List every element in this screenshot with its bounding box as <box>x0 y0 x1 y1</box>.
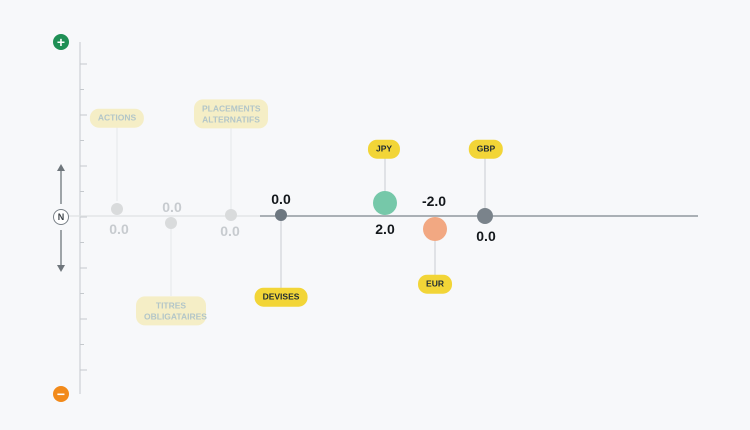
tag-jpy[interactable]: JPY <box>367 139 401 159</box>
arrow-up-icon <box>57 164 65 171</box>
point-placements-alternatifs <box>225 209 237 221</box>
neutral-icon: N <box>53 209 69 225</box>
tag-eur[interactable]: EUR <box>418 274 452 294</box>
value-jpy: 2.0 <box>375 221 395 237</box>
value-titres-obligataires: 0.0 <box>162 199 182 215</box>
point-jpy <box>373 191 397 215</box>
value-devises: 0.0 <box>271 191 291 207</box>
plus-icon: + <box>53 34 69 50</box>
point-actions <box>111 203 123 215</box>
value-placements-alternatifs: 0.0 <box>220 223 240 239</box>
point-titres-obligataires <box>165 217 177 229</box>
tag-devises[interactable]: DEVISES <box>254 287 308 307</box>
point-devises <box>275 209 287 221</box>
value-actions: 0.0 <box>109 221 129 237</box>
tag-gbp[interactable]: GBP <box>468 139 504 159</box>
tag-placements-alternatifs[interactable]: PLACEMENTS ALTERNATIFS <box>194 99 268 129</box>
value-eur: -2.0 <box>421 193 447 209</box>
minus-icon: − <box>53 386 69 402</box>
point-eur <box>423 217 447 241</box>
point-gbp <box>477 208 493 224</box>
value-gbp: 0.0 <box>476 228 496 244</box>
tag-titres-obligataires[interactable]: TITRES OBLIGATAIRES <box>136 296 207 326</box>
arrow-down-icon <box>57 265 65 272</box>
tag-actions[interactable]: ACTIONS <box>89 108 145 128</box>
